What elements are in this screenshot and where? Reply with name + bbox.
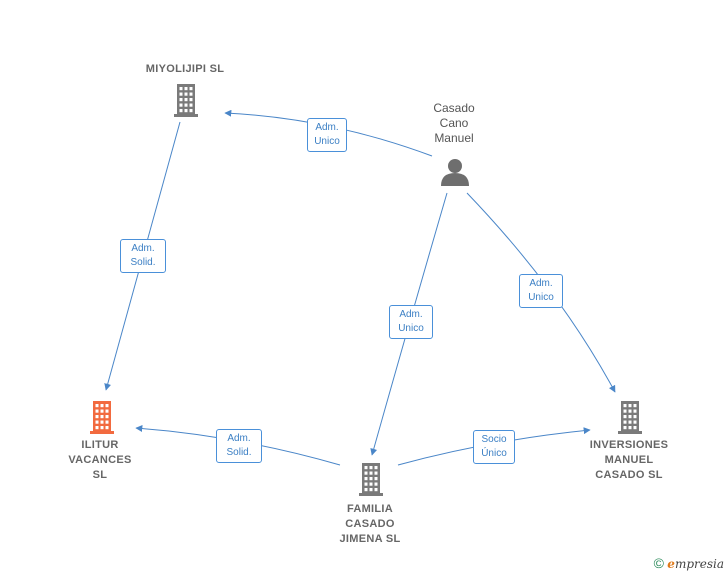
building-icon-familia[interactable] xyxy=(359,463,383,496)
brand-logo: empresia xyxy=(667,557,724,571)
edge-label-casado-miyolijipi: Adm. Unico xyxy=(307,118,347,152)
copyright-icon: © xyxy=(653,555,664,571)
person-icon-casado[interactable] xyxy=(441,159,469,186)
node-label-miyolijipi[interactable]: MIYOLIJIPI SL xyxy=(145,63,225,75)
edge-label-familia-inversiones: Socio Único xyxy=(473,430,515,464)
footer-brand: © empresia xyxy=(654,555,724,571)
node-label-ilitur[interactable]: ILITUR VACANCES SL xyxy=(68,439,132,481)
building-icon-inversiones[interactable] xyxy=(618,401,642,434)
node-label-familia[interactable]: FAMILIA CASADO JIMENA SL xyxy=(339,503,401,545)
node-label-inversiones[interactable]: INVERSIONES MANUEL CASADO SL xyxy=(589,439,669,481)
building-icon-ilitur[interactable] xyxy=(90,401,114,434)
edge-label-familia-ilitur: Adm. Solid. xyxy=(216,429,262,463)
edge-label-casado-familia: Adm. Unico xyxy=(389,305,433,339)
edge-label-miyolijipi-ilitur: Adm. Solid. xyxy=(120,239,166,273)
edge-label-casado-inversiones: Adm. Unico xyxy=(519,274,563,308)
node-label-casado[interactable]: Casado Cano Manuel xyxy=(433,101,475,145)
building-icon-miyolijipi[interactable] xyxy=(174,84,198,117)
